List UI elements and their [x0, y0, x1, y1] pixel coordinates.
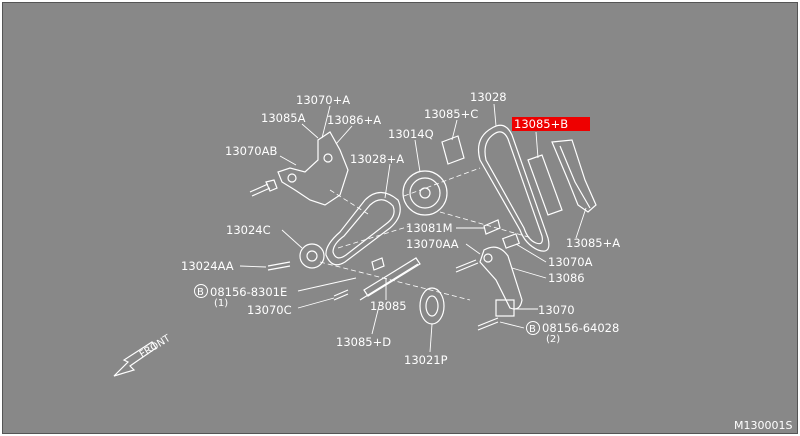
bolt-13070aa	[455, 259, 479, 273]
label-13086a-plus: 13086+A	[327, 113, 381, 127]
label-13085c-plus: 13085+C	[424, 107, 478, 121]
label-13070c: 13070C	[247, 303, 292, 317]
label-13086: 13086	[548, 271, 585, 285]
tensioner-13070	[477, 299, 515, 331]
stud-13081m	[483, 219, 501, 235]
highlight-box	[512, 117, 590, 131]
camshaft-sprocket	[402, 170, 448, 216]
label-13024aa: 13024AA	[181, 259, 234, 273]
bolt-spec-08156-64028: B 08156-64028 (2)	[526, 321, 619, 345]
label-13070ab: 13070AB	[225, 144, 277, 158]
label-13028a-plus: 13028+A	[350, 152, 404, 166]
label-13081m: 13081M	[406, 221, 453, 235]
bolt-13070ab	[249, 179, 278, 197]
label-13085d-plus: 13085+D	[336, 335, 391, 349]
front-arrow-icon	[113, 341, 157, 377]
label-13070a-plus: 13070+A	[296, 93, 350, 107]
bolt-symbol-b2: B	[529, 324, 536, 335]
crankshaft-sprocket	[419, 287, 445, 325]
label-08156-8301e: 08156-8301E	[210, 285, 287, 299]
chain-guide-c	[441, 135, 465, 165]
primary-timing-chain	[477, 124, 550, 252]
label-13070: 13070	[538, 303, 575, 317]
tensioner-arm-upper	[277, 131, 349, 206]
chain-guide-b	[527, 154, 563, 216]
label-13085a: 13085A	[261, 111, 306, 125]
dashed-alignment-lines	[319, 167, 533, 301]
label-13085b-plus: 13085+B	[514, 117, 568, 131]
tensioner-arm-lower	[479, 246, 523, 310]
tensioner-13070a	[501, 233, 521, 249]
label-qty-1: (1)	[214, 298, 228, 309]
bolt-symbol-b: B	[197, 287, 204, 298]
label-13085a-plus: 13085+A	[566, 236, 620, 250]
label-13014q: 13014Q	[388, 127, 434, 141]
label-13024c: 13024C	[226, 223, 271, 237]
diagram-id: M130001S	[734, 419, 792, 432]
label-13085: 13085	[370, 299, 407, 313]
secondary-timing-chain	[325, 191, 401, 266]
small-bolt-row	[333, 257, 385, 301]
label-13070a: 13070A	[548, 255, 593, 269]
label-qty-2: (2)	[546, 334, 560, 345]
label-13028: 13028	[470, 90, 507, 104]
gear-13024c	[299, 243, 325, 269]
bolt-spec-08156-8301e: B 08156-8301E (1)	[194, 284, 287, 309]
label-13070aa: 13070AA	[406, 237, 459, 251]
label-13021p: 13021P	[404, 353, 448, 367]
bolt-13024aa	[267, 261, 291, 271]
label-08156-64028: 08156-64028	[542, 321, 619, 335]
leader-lines	[239, 103, 587, 353]
chain-guide-a	[551, 139, 597, 213]
front-label: FRONT	[138, 333, 174, 361]
chain-guide-13085	[359, 257, 421, 301]
